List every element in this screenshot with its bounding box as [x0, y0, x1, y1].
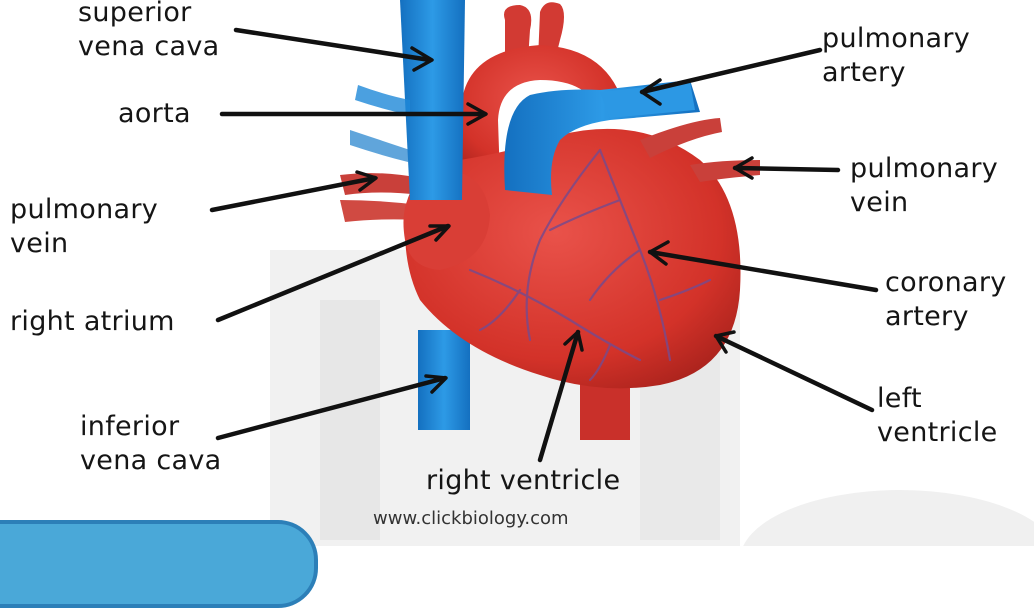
label-line: aorta	[118, 97, 191, 131]
label-line: pulmonary	[10, 193, 158, 227]
label-pulmonary-artery: pulmonary artery	[822, 22, 970, 90]
label-line: right ventricle	[426, 464, 620, 498]
label-line: artery	[885, 300, 1007, 334]
label-line: left	[877, 382, 998, 416]
label-line: artery	[822, 56, 970, 90]
label-line: right atrium	[10, 305, 175, 339]
label-line: inferior	[80, 410, 221, 444]
label-pulmonary-vein-left: pulmonary vein	[10, 193, 158, 261]
label-line: pulmonary	[822, 22, 970, 56]
label-right-ventricle: right ventricle	[426, 464, 620, 498]
label-line: superior	[78, 0, 219, 30]
label-coronary-artery: coronary artery	[885, 266, 1007, 334]
label-line: vena cava	[80, 444, 221, 478]
label-right-atrium: right atrium	[10, 305, 175, 339]
label-inferior-vena-cava: inferior vena cava	[80, 410, 221, 478]
label-line: ventricle	[877, 416, 998, 450]
credit-text: www.clickbiology.com	[373, 508, 569, 529]
label-left-ventricle: left ventricle	[877, 382, 998, 450]
label-line: vena cava	[78, 30, 219, 64]
label-aorta: aorta	[118, 97, 191, 131]
label-line: vein	[10, 227, 158, 261]
label-superior-vena-cava: superior vena cava	[78, 0, 219, 64]
label-pulmonary-vein-right: pulmonary vein	[850, 152, 998, 220]
decorative-bubble	[0, 520, 318, 608]
label-line: pulmonary	[850, 152, 998, 186]
label-line: vein	[850, 186, 998, 220]
label-line: coronary	[885, 266, 1007, 300]
